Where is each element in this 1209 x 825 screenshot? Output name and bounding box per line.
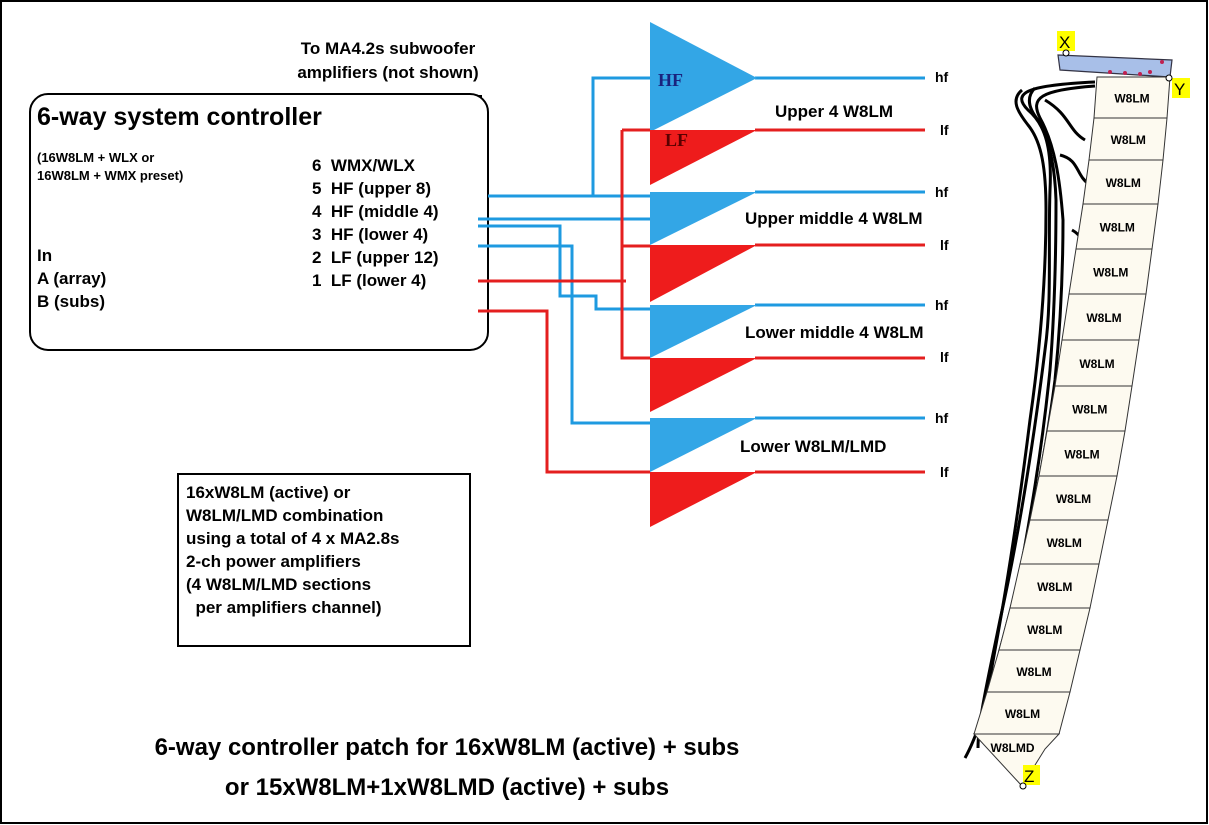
subwoofer-note-line-1: To MA4.2s subwoofer	[301, 39, 476, 58]
cabinet-label: W8LM	[1114, 92, 1149, 106]
cabinet: W8LM	[1093, 76, 1171, 119]
array-top-frame-dots	[1108, 60, 1164, 76]
info-line: per amplifiers channel)	[186, 598, 382, 617]
cabinet-stack: W8LM W8LM W8LM W8LM W8LM W8LM W8LM W8LM W8LM W8LM…	[972, 76, 1171, 787]
lf-amplifier-label: LF	[665, 130, 688, 150]
point-x-dot	[1062, 49, 1070, 57]
cabinet-label: W8LM	[1027, 623, 1062, 637]
cabinet-label: W8LM	[1072, 403, 1107, 417]
line-array: W8LM W8LM W8LM W8LM W8LM W8LM W8LM W8LM W8LM W8LM…	[963, 31, 1190, 790]
cabinet: W8LM	[1082, 159, 1164, 205]
cabinet: W8LM	[1009, 563, 1100, 609]
input-label-in: In	[37, 246, 52, 265]
lf-output-label-4: lf	[940, 464, 949, 480]
hf-amplifier-1	[650, 22, 757, 132]
point-z-dot	[1019, 782, 1027, 790]
lf-amplifier-2	[650, 245, 757, 302]
hf-amplifier-label: HF	[658, 70, 683, 90]
output-2-label: 2 LF (upper 12)	[312, 248, 439, 267]
section-label-lower-middle: Lower middle 4 W8LM	[745, 323, 924, 342]
cabinet-label: W8LMD	[991, 741, 1035, 755]
cabinet-label: W8LM	[1106, 176, 1141, 190]
cabinet-label: W8LM	[1111, 133, 1146, 147]
cabinet: W8LM	[1029, 475, 1118, 521]
footer-title-line-2: or 15xW8LM+1xW8LMD (active) + subs	[225, 774, 669, 801]
hf-amplifier-3	[650, 305, 757, 358]
array-point-markers: X Y Z	[1019, 31, 1190, 790]
info-box	[177, 473, 471, 647]
point-y-marker	[1172, 78, 1190, 98]
controller-title: 6-way system controller	[37, 103, 322, 131]
lf-output-label-3: lf	[940, 349, 949, 365]
cabinet: W8LM	[1075, 203, 1159, 250]
input-label-array: A (array)	[37, 269, 106, 288]
amplifier-stack	[650, 22, 757, 527]
info-line: 2-ch power amplifiers	[186, 552, 361, 571]
lf-amplifier-4	[650, 472, 757, 527]
output-6-label: 6 WMX/WLX	[312, 156, 416, 175]
cabinet: W8LM	[998, 607, 1091, 651]
output-1-label: 1 LF (lower 4)	[312, 271, 426, 290]
cabinet-label: W8LM	[1093, 266, 1128, 280]
point-y-dot	[1165, 74, 1173, 82]
info-line: 16xW8LM (active) or	[186, 483, 351, 502]
cabinet-label: W8LM	[1086, 311, 1121, 325]
controller-box	[29, 93, 489, 351]
info-box-text: 16xW8LM (active) or W8LM/LMD combination…	[186, 483, 400, 617]
cabinet-label: W8LM	[1064, 448, 1099, 462]
info-line: (4 W8LM/LMD sections	[186, 575, 371, 594]
cabinet-label: W8LM	[1047, 536, 1082, 550]
lf-amplifier-3	[650, 358, 757, 412]
point-x-marker	[1057, 31, 1075, 51]
hf-output-label-1: hf	[935, 69, 949, 85]
point-z-marker	[1023, 765, 1040, 785]
cabinet: W8LM	[1061, 293, 1147, 341]
point-y-label: Y	[1174, 80, 1185, 99]
subwoofer-note-line-2: amplifiers (not shown)	[297, 63, 478, 82]
cabinet: W8LMD	[972, 733, 1061, 787]
output-5-label: 5 HF (upper 8)	[312, 179, 431, 198]
input-label-subs: B (subs)	[37, 292, 105, 311]
lf-wiring	[478, 128, 925, 474]
cabinet-label: W8LM	[1016, 665, 1051, 679]
section-label-upper-middle: Upper middle 4 W8LM	[745, 209, 923, 228]
info-line: W8LM/LMD combination	[186, 506, 383, 525]
cabinet-label: W8LM	[1037, 580, 1072, 594]
cabinet: W8LM	[1068, 248, 1153, 295]
output-3-label: 3 HF (lower 4)	[312, 225, 428, 244]
cabinet-label: W8LM	[1100, 221, 1135, 235]
cabinet: W8LM	[1019, 519, 1109, 565]
section-label-upper: Upper 4 W8LM	[775, 102, 893, 121]
cabinet: W8LM	[1046, 385, 1133, 432]
cabinet: W8LM	[1038, 430, 1126, 477]
info-line: using a total of 4 x MA2.8s	[186, 529, 400, 548]
hf-output-label-4: hf	[935, 410, 949, 426]
point-z-label: Z	[1024, 767, 1034, 786]
lf-amplifier-1	[650, 130, 757, 185]
lf-output-label-1: lf	[940, 122, 949, 138]
hf-output-label-3: hf	[935, 297, 949, 313]
hf-output-label-2: hf	[935, 184, 949, 200]
controller-preset-line-1: (16W8LM + WLX or	[37, 150, 154, 165]
array-top-frame	[1057, 54, 1173, 78]
cabinet: W8LM	[973, 691, 1071, 735]
cabinet: W8LM	[1088, 117, 1168, 161]
lf-output-label-2: lf	[940, 237, 949, 253]
point-x-label: X	[1059, 33, 1070, 52]
controller-preset-line-2: 16W8LM + WMX preset)	[37, 168, 183, 183]
output-4-label: 4 HF (middle 4)	[312, 202, 439, 221]
hf-amplifier-4	[650, 418, 757, 472]
cabinet-label: W8LM	[1056, 492, 1091, 506]
hf-amplifier-2	[650, 192, 757, 245]
cabinet-label: W8LM	[1005, 707, 1040, 721]
cabinet-label: W8LM	[1079, 357, 1114, 371]
cabinet: W8LM	[1054, 339, 1140, 387]
section-label-lower: Lower W8LM/LMD	[740, 437, 886, 456]
output-labels: hf lf hf lf hf lf hf lf	[935, 69, 949, 480]
footer-title-line-1: 6-way controller patch for 16xW8LM (acti…	[155, 734, 740, 761]
cabinet: W8LM	[986, 649, 1081, 693]
